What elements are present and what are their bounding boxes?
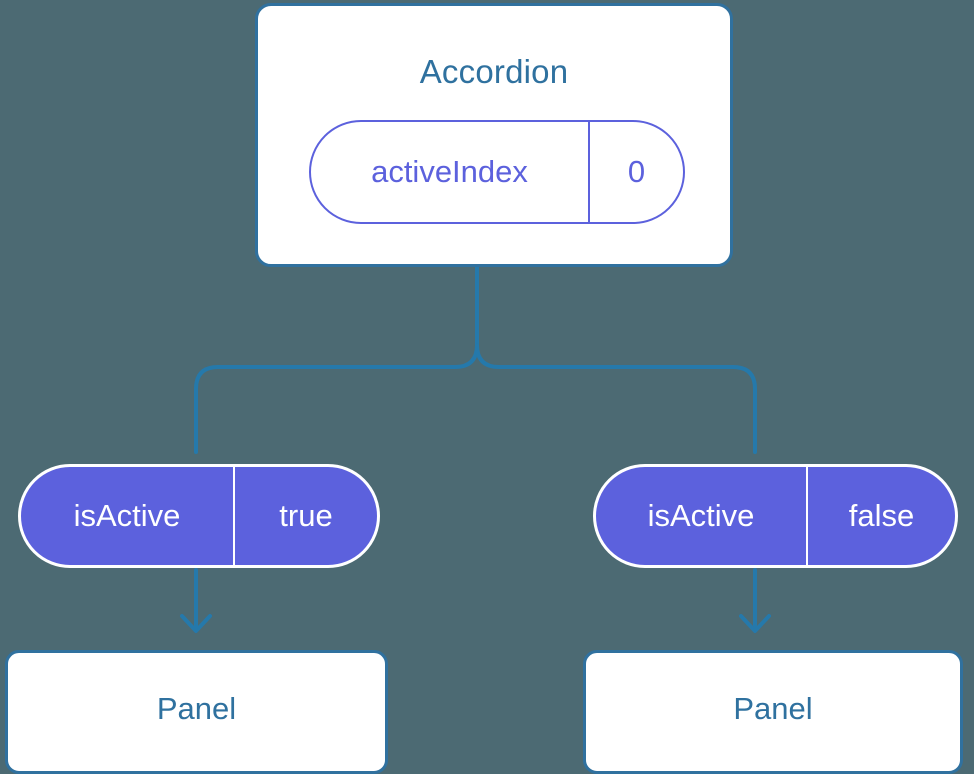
- panel-node-right[interactable]: Panel: [583, 650, 963, 774]
- prop-chip-value: true: [279, 498, 333, 533]
- arrow-left-head: [180, 614, 212, 633]
- prop-chip-is-active-false[interactable]: isActive false: [593, 464, 958, 568]
- panel-title: Panel: [156, 691, 237, 726]
- arrow-right-head: [739, 614, 771, 633]
- state-chip-active-index[interactable]: activeIndex 0: [309, 120, 685, 224]
- panel-node-left[interactable]: Panel: [5, 650, 388, 774]
- accordion-node[interactable]: Accordion activeIndex 0: [255, 3, 733, 267]
- connector-branch-right: [475, 343, 757, 454]
- accordion-title: Accordion: [419, 53, 569, 90]
- prop-chip-key: isActive: [21, 467, 235, 565]
- panel-title: Panel: [733, 691, 813, 726]
- prop-chip-value: false: [848, 498, 915, 533]
- connector-trunk-split: [194, 265, 479, 454]
- prop-chip-is-active-true[interactable]: isActive true: [18, 464, 380, 568]
- state-chip-value: 0: [627, 154, 646, 189]
- state-chip-key: activeIndex: [311, 122, 590, 222]
- prop-chip-key: isActive: [596, 467, 808, 565]
